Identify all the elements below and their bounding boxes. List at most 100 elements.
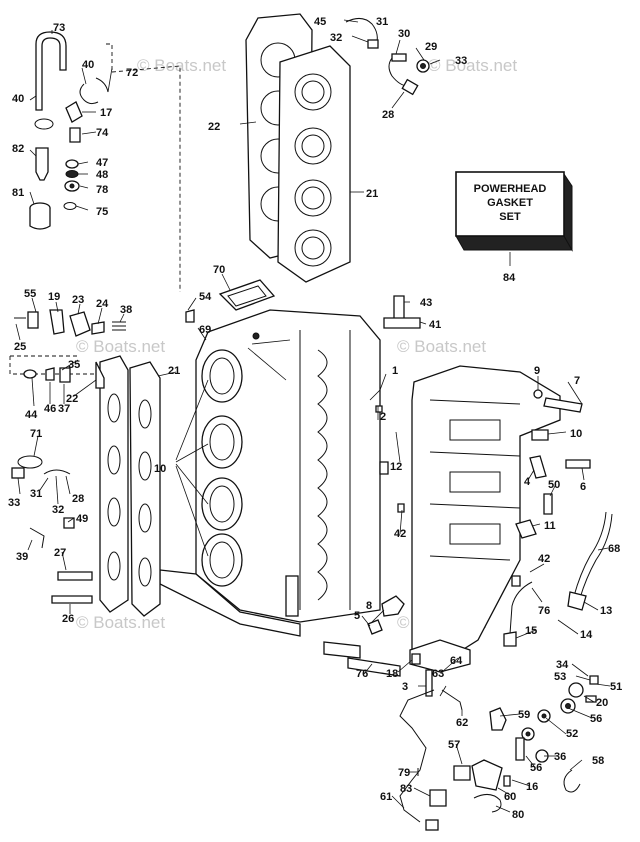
- wiring-harness-assembly: [399, 675, 599, 831]
- callout-47: 47: [96, 157, 108, 169]
- callout-49: 49: [76, 513, 88, 525]
- callout-48: 48: [96, 169, 108, 181]
- fitting-hose-assembly: [29, 31, 181, 292]
- callout-79: 79: [398, 767, 410, 779]
- callout-39: 39: [16, 551, 28, 563]
- callout-20: 20: [596, 697, 608, 709]
- callout-72: 72: [126, 67, 138, 79]
- leader-lines: [15, 19, 611, 813]
- callout-71: 71: [30, 428, 42, 440]
- watermark: © Boats.net: [137, 56, 226, 75]
- callout-76: 76: [538, 605, 550, 617]
- callout-75: 75: [96, 206, 108, 218]
- callout-56: 56: [590, 713, 602, 725]
- callout-35: 35: [68, 359, 80, 371]
- callout-28: 28: [382, 109, 394, 121]
- left-small-parts: [9, 309, 126, 604]
- callout-56: 56: [530, 762, 542, 774]
- watermark: © Boats.net: [76, 613, 165, 632]
- callout-37: 37: [58, 403, 70, 415]
- callout-25: 25: [14, 341, 26, 353]
- callout-44: 44: [25, 409, 38, 421]
- callout-84: 84: [503, 272, 516, 284]
- callout-33: 33: [8, 497, 20, 509]
- callout-42: 42: [538, 553, 550, 565]
- cylinder-head: [277, 45, 351, 283]
- callout-14: 14: [580, 629, 593, 641]
- callout-27: 27: [54, 547, 66, 559]
- callout-10: 10: [154, 463, 166, 475]
- callout-62: 62: [456, 717, 468, 729]
- callout-78: 78: [96, 184, 108, 196]
- callout-3: 3: [402, 681, 408, 693]
- callout-28: 28: [72, 493, 84, 505]
- callout-76: 76: [356, 668, 368, 680]
- callout-81: 81: [12, 187, 24, 199]
- callout-31: 31: [30, 488, 42, 500]
- crankcase-cover: [409, 365, 561, 673]
- callout-57: 57: [448, 739, 460, 751]
- callout-29: 29: [425, 41, 437, 53]
- callout-68: 68: [608, 543, 620, 555]
- side-gasket-strips: [95, 355, 161, 617]
- callout-13: 13: [600, 605, 612, 617]
- gasket-set-title-line: SET: [499, 211, 521, 223]
- gasket-set-title-line: POWERHEAD: [474, 183, 547, 195]
- callout-16: 16: [526, 781, 538, 793]
- callout-22: 22: [66, 393, 78, 405]
- callout-4: 4: [524, 476, 531, 488]
- gasket-set-title-line: GASKET: [487, 197, 533, 209]
- watermark: © Boats.net: [397, 337, 486, 356]
- callout-12: 12: [390, 461, 402, 473]
- callout-21: 21: [168, 365, 180, 377]
- callout-9: 9: [534, 365, 540, 377]
- callout-23: 23: [72, 294, 84, 306]
- callout-51: 51: [610, 681, 622, 693]
- callout-42: 42: [394, 528, 406, 540]
- callout-63: 63: [432, 668, 444, 680]
- callout-22: 22: [208, 121, 220, 133]
- callout-21: 21: [366, 188, 378, 200]
- callout-53: 53: [554, 671, 566, 683]
- cylinder-block: [159, 309, 381, 637]
- callout-80: 80: [512, 809, 524, 821]
- callout-32: 32: [330, 32, 342, 44]
- callout-18: 18: [386, 668, 398, 680]
- callout-43: 43: [420, 297, 432, 309]
- callout-69: 69: [199, 324, 211, 336]
- callout-58: 58: [592, 755, 604, 767]
- callout-34: 34: [556, 659, 569, 671]
- callout-33: 33: [455, 55, 467, 67]
- callout-5: 5: [354, 610, 360, 622]
- callout-60: 60: [504, 791, 516, 803]
- callout-73: 73: [53, 22, 65, 34]
- callout-1: 1: [392, 365, 398, 377]
- callout-7: 7: [574, 375, 580, 387]
- callout-labels: 73 40 72 40 17 74 82 47 48 78 81 75 22 2…: [8, 16, 622, 821]
- callout-59: 59: [518, 709, 530, 721]
- callout-2: 2: [380, 411, 386, 423]
- callout-30: 30: [398, 28, 410, 40]
- callout-17: 17: [100, 107, 112, 119]
- callout-41: 41: [429, 319, 441, 331]
- callout-40: 40: [12, 93, 24, 105]
- callout-74: 74: [96, 127, 109, 139]
- callout-55: 55: [24, 288, 36, 300]
- callout-38: 38: [120, 304, 132, 316]
- callout-70: 70: [213, 264, 225, 276]
- callout-82: 82: [12, 143, 24, 155]
- callout-10: 10: [570, 428, 582, 440]
- callout-36: 36: [554, 751, 566, 763]
- watermark: © Boats.net: [428, 56, 517, 75]
- callout-54: 54: [199, 291, 212, 303]
- callout-83: 83: [400, 783, 412, 795]
- callout-45: 45: [314, 16, 326, 28]
- callout-19: 19: [48, 291, 60, 303]
- callout-40: 40: [82, 59, 94, 71]
- callout-32: 32: [52, 504, 64, 516]
- callout-52: 52: [566, 728, 578, 740]
- watermark: © Boats.net: [76, 337, 165, 356]
- callout-24: 24: [96, 298, 109, 310]
- callout-61: 61: [380, 791, 392, 803]
